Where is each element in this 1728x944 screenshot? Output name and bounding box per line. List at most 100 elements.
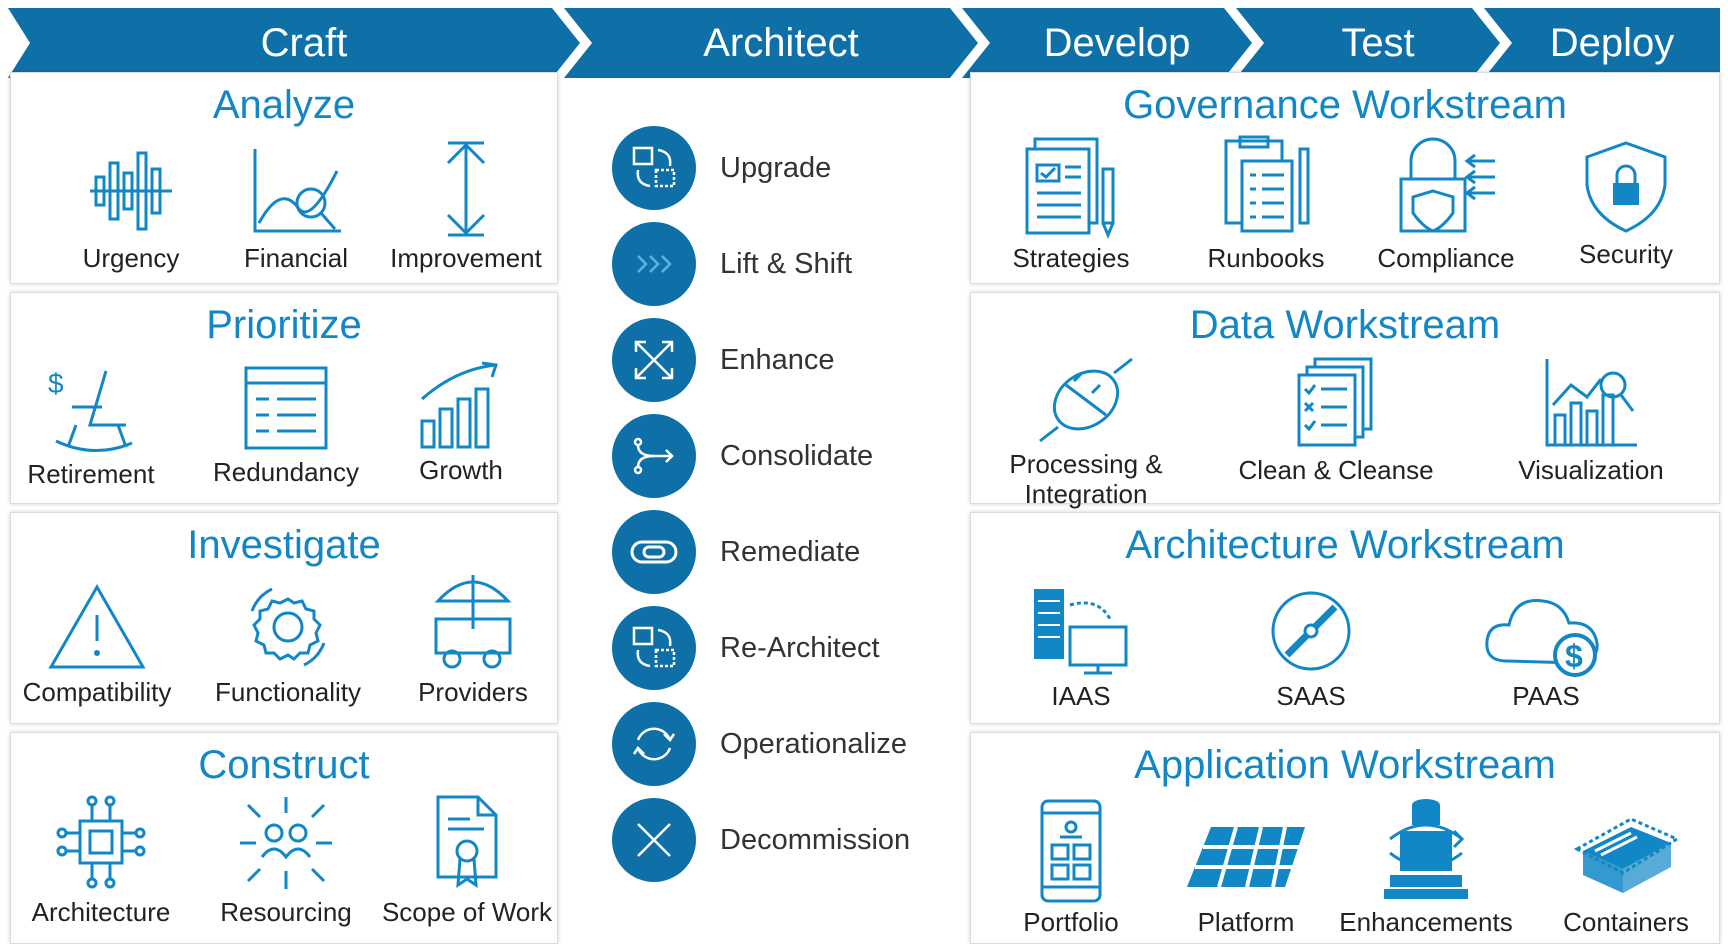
item-label: Portfolio: [1023, 907, 1119, 937]
architect-label: Consolidate: [720, 439, 874, 472]
item-label: Functionality: [215, 677, 361, 707]
item-label: Providers: [418, 677, 528, 707]
architect-label: Operationalize: [720, 727, 907, 760]
visualization-item: Visualization: [1501, 355, 1681, 485]
compliance-lock-icon: [1399, 137, 1495, 233]
item-label: Containers: [1563, 907, 1689, 937]
iaas-item: IAAS: [1011, 585, 1151, 711]
panel-title: Governance Workstream: [1123, 83, 1567, 127]
item-label: Growth: [419, 455, 503, 485]
runbooks-item: Runbooks: [1191, 135, 1341, 273]
item-label: Scope of Work: [381, 897, 553, 927]
cycle-icon: [612, 702, 696, 786]
analyze-panel: Analyze Urgency Financial Improvement: [10, 72, 558, 284]
retirement-item: $ Retirement: [21, 363, 161, 489]
saas-item: SAAS: [1241, 585, 1381, 711]
item-label: Clean & Cleanse: [1238, 455, 1434, 485]
prioritize-panel: Prioritize $ Retirement Redundancy Growt…: [10, 292, 558, 504]
database-computer-icon: [1384, 799, 1468, 899]
fast-forward-icon: [612, 222, 696, 306]
application-workstream-panel: Application Workstream Portfolio Platfor…: [970, 732, 1720, 944]
item-label: Retirement: [27, 459, 155, 489]
phase-craft: Craft: [8, 8, 580, 78]
growth-item: Growth: [391, 359, 531, 485]
financial-item: Financial: [226, 143, 366, 273]
architect-item-re-architect: Re-Architect: [612, 606, 880, 690]
phase-label: Test: [1341, 20, 1415, 65]
security-shield-icon: [1585, 141, 1667, 233]
item-label: Compatibility: [22, 677, 172, 707]
upgrade-icon: [612, 126, 696, 210]
item-label: Processing &: [1009, 449, 1163, 479]
container-box-icon: [1573, 817, 1681, 893]
processing-integration-item: Processing & Integration: [991, 355, 1181, 509]
compliance-item: Compliance: [1366, 135, 1526, 273]
mobile-app-icon: [1040, 799, 1102, 903]
improvement-item: Improvement: [381, 139, 551, 273]
phase-architect: Architect: [564, 8, 978, 78]
item-label: Resourcing: [220, 897, 352, 927]
cloud-dollar-icon: $: [1485, 599, 1599, 677]
strategies-item: Strategies: [1001, 135, 1141, 273]
chip-icon: [56, 795, 146, 889]
item-label: Redundancy: [213, 457, 359, 487]
panel-title: Data Workstream: [1189, 303, 1501, 347]
paas-item: $ PAAS: [1471, 585, 1621, 711]
urgency-icon: [90, 151, 172, 231]
panel-title: Investigate: [187, 523, 381, 567]
investigate-panel: Investigate Compatibility Functionality …: [10, 512, 558, 724]
vertical-arrow-icon: [446, 141, 486, 237]
architect-item-operationalize: Operationalize: [612, 702, 907, 786]
architect-item-remediate: Remediate: [612, 510, 860, 594]
svg-text:$: $: [48, 368, 64, 399]
panel-title: Architecture Workstream: [1125, 523, 1565, 567]
close-x-icon: [612, 798, 696, 882]
item-label: Architecture: [31, 897, 171, 927]
data-workstream-panel: Data Workstream Processing & Integration…: [970, 292, 1720, 509]
phase-develop: Develop: [962, 8, 1252, 78]
gear-icon: [250, 587, 326, 667]
urgency-item: Urgency: [61, 143, 201, 273]
architect-label: Upgrade: [720, 151, 832, 184]
item-label: PAAS: [1512, 681, 1580, 711]
disc-icon: [1271, 591, 1351, 671]
item-label: Enhancements: [1339, 907, 1513, 937]
phase-label: Architect: [703, 20, 859, 65]
svg-text:$: $: [1565, 638, 1583, 674]
clean-cleanse-item: Clean & Cleanse: [1226, 355, 1446, 485]
functionality-item: Functionality: [203, 581, 373, 707]
architect-item-consolidate: Consolidate: [612, 414, 873, 498]
warning-icon: [48, 583, 146, 669]
architecture-item: Architecture: [21, 793, 181, 927]
item-label: Compliance: [1377, 243, 1515, 273]
architect-label: Enhance: [720, 343, 835, 376]
checklist-stack-icon: [1297, 357, 1373, 447]
phase-chevron-bar: Craft Architect Develop Test Deploy: [8, 8, 1720, 78]
item-label: SAAS: [1276, 681, 1346, 711]
phase-deploy: Deploy: [1484, 8, 1720, 78]
platform-item: Platform: [1171, 799, 1321, 937]
phase-label: Develop: [1043, 20, 1191, 65]
compatibility-item: Compatibility: [11, 581, 183, 707]
plug-connector-icon: [1039, 357, 1133, 443]
clipboard-checklist-icon: [1224, 135, 1310, 233]
merge-icon: [612, 414, 696, 498]
architect-item-enhance: Enhance: [612, 318, 835, 402]
panel-title: Construct: [198, 743, 370, 787]
toggle-icon: [612, 510, 696, 594]
people-network-icon: [240, 797, 332, 889]
grid-platform-icon: [1187, 826, 1305, 888]
architect-item-upgrade: Upgrade: [612, 126, 831, 210]
item-label-line2: Integration: [1024, 479, 1148, 509]
server-monitor-icon: [1034, 589, 1128, 675]
architect-label: Remediate: [720, 535, 861, 568]
providers-item: Providers: [403, 569, 543, 707]
resourcing-item: Resourcing: [211, 793, 361, 927]
portfolio-item: Portfolio: [1001, 799, 1141, 937]
architecture-workstream-panel: Architecture Workstream IAAS SAAS $ PAAS: [970, 512, 1720, 724]
panel-title: Prioritize: [206, 303, 362, 347]
containers-item: Containers: [1546, 799, 1706, 937]
item-label: Runbooks: [1207, 243, 1325, 273]
re-architect-icon: [612, 606, 696, 690]
item-label: Platform: [1197, 907, 1295, 937]
